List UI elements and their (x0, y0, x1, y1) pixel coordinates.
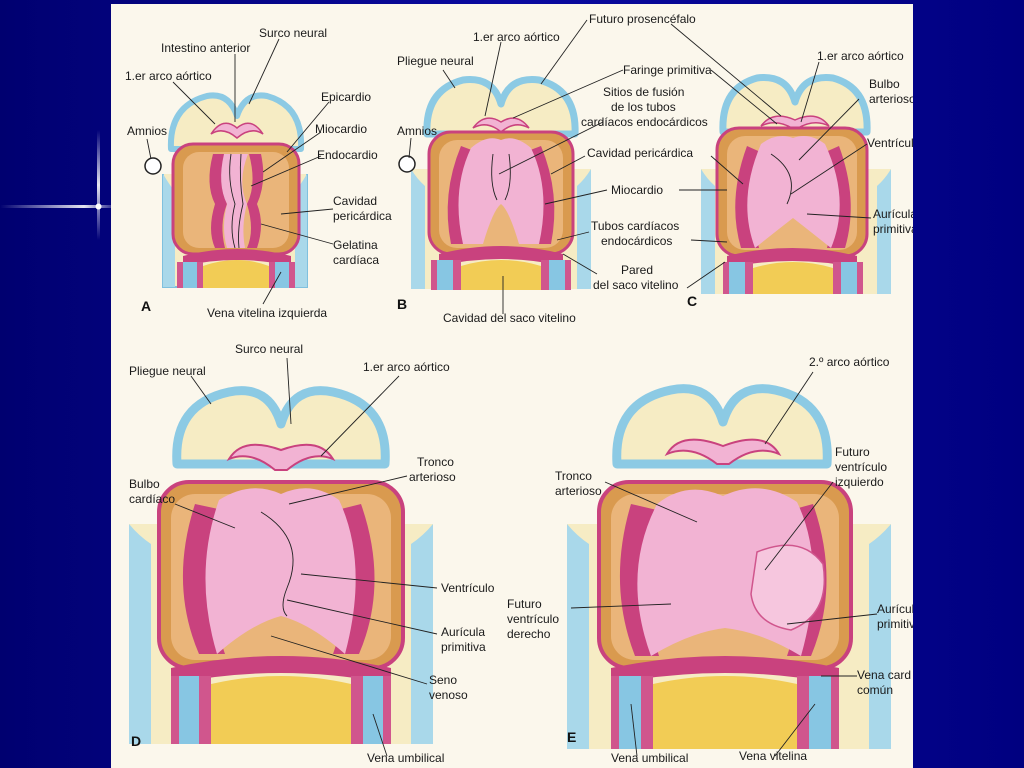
label-b-tubos-2: endocárdicos (601, 234, 672, 248)
label-d-seno-2: venoso (429, 688, 468, 702)
heart-development-figure: Surco neural Intestino anterior 1.er arc… (111, 4, 913, 768)
label-d-vena-umbilical: Vena umbilical (367, 751, 444, 765)
leader-lines (146, 19, 878, 757)
label-e-tronco-2: arterioso (555, 484, 602, 498)
label-a-intestino-anterior: Intestino anterior (161, 41, 250, 55)
label-a-arco-aortico: 1.er arco aórtico (125, 69, 212, 83)
label-a-miocardio: Miocardio (315, 122, 367, 136)
label-c-bulbo-1: Bulbo (869, 77, 900, 91)
label-d-bulbo-1: Bulbo (129, 477, 160, 491)
label-b-arco-aortico: 1.er arco aórtico (473, 30, 560, 44)
label-a-surco-neural: Surco neural (259, 26, 327, 40)
label-b-sitios-1: Sitios de fusión (603, 85, 684, 99)
label-c-bulbo-2: arterioso (869, 92, 913, 106)
label-b-pared-1: Pared (621, 263, 653, 277)
label-a-cavidad-1: Cavidad (333, 194, 377, 208)
label-b-tubos-1: Tubos cardíacos (591, 219, 679, 233)
panel-d-illustration (129, 386, 433, 744)
label-d-surco-neural: Surco neural (235, 342, 303, 356)
label-d-bulbo-2: cardíaco (129, 492, 175, 506)
label-d-arco-aortico: 1.er arco aórtico (363, 360, 450, 374)
panel-letter-b: B (397, 296, 407, 312)
label-e-tronco-1: Tronco (555, 469, 592, 483)
label-e-vena-card-1: Vena card (857, 668, 911, 682)
label-a-cavidad-2: pericárdica (333, 209, 392, 223)
label-e-auricula-2: primitiva (877, 617, 913, 631)
label-a-epicardio: Epicardio (321, 90, 371, 104)
panel-b-illustration (398, 76, 591, 290)
panel-letter-d: D (131, 733, 141, 749)
label-e-arco-aortico: 2.º arco aórtico (809, 355, 890, 369)
label-e-vena-umbilical: Vena umbilical (611, 751, 688, 765)
label-b-pared-2: del saco vitelino (593, 278, 679, 292)
label-d-seno-1: Seno (429, 673, 457, 687)
label-b-cavidad-saco: Cavidad del saco vitelino (443, 311, 576, 325)
label-e-fvi-3: izquierdo (835, 475, 884, 489)
label-b-miocardio: Miocardio (611, 183, 663, 197)
label-e-fvd-2: ventrículo (507, 612, 559, 626)
label-c-ventriculo: Ventrículo (867, 136, 913, 150)
label-e-fvd-1: Futuro (507, 597, 542, 611)
label-a-gelatina-2: cardíaca (333, 253, 379, 267)
label-a-endocardio: Endocardio (317, 148, 378, 162)
label-e-vena-card-2: común (857, 683, 893, 697)
label-b-pliegue-neural: Pliegue neural (397, 54, 474, 68)
label-e-fvi-2: ventrículo (835, 460, 887, 474)
label-e-vena-vitelina: Vena vitelina (739, 749, 807, 763)
label-b-amnios: Amnios (397, 124, 437, 138)
label-b-futuro-prosencefalo: Futuro prosencéfalo (589, 12, 696, 26)
label-d-auricula-2: primitiva (441, 640, 486, 654)
label-e-auricula-1: Aurícula (877, 602, 913, 616)
label-d-auricula-1: Aurícula (441, 625, 485, 639)
panel-letter-e: E (567, 729, 576, 745)
panel-letter-c: C (687, 293, 697, 309)
label-a-gelatina-1: Gelatina (333, 238, 378, 252)
label-d-pliegue-neural: Pliegue neural (129, 364, 206, 378)
panel-e-illustration (567, 384, 891, 749)
label-b-sitios-2: de los tubos (611, 100, 676, 114)
label-b-sitios-3: cardíacos endocárdicos (581, 115, 708, 129)
label-d-ventriculo: Ventrículo (441, 581, 495, 595)
label-c-arco-aortico: 1.er arco aórtico (817, 49, 904, 63)
label-c-auricula-1: Aurícula (873, 207, 913, 221)
label-e-fvd-3: derecho (507, 627, 551, 641)
label-b-faringe-primitiva: Faringe primitiva (623, 63, 712, 77)
label-a-amnios: Amnios (127, 124, 167, 138)
label-c-auricula-2: primitiva (873, 222, 913, 236)
label-e-fvi-1: Futuro (835, 445, 870, 459)
panel-a-illustration (144, 92, 308, 288)
panel-c-illustration (701, 74, 891, 294)
label-a-vena-vitelina: Vena vitelina izquierda (207, 306, 327, 320)
label-d-tronco-2: arterioso (409, 470, 456, 484)
panel-letter-a: A (141, 298, 151, 314)
label-b-cavidad-pericardica: Cavidad pericárdica (587, 146, 693, 160)
label-d-tronco-1: Tronco (417, 455, 454, 469)
